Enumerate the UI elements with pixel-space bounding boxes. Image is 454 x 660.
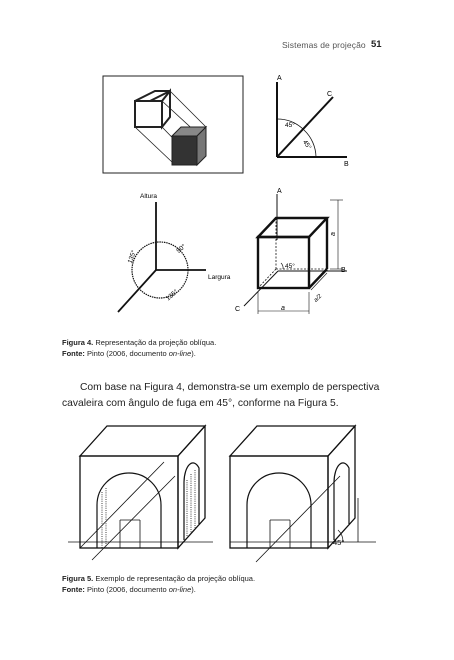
side-a2-label: a/2	[313, 293, 324, 304]
figure-4-source-text: Pinto (2006, documento	[87, 349, 167, 358]
figure-4: A C B 45° 45° Altura Largura 90° 135° 13…	[102, 75, 349, 314]
label-largura: Largura	[208, 274, 231, 281]
label-a-cube: A	[277, 188, 282, 195]
label-b-cube: B	[341, 267, 346, 274]
body-paragraph-text: Com base na Figura 4, demonstra-se um ex…	[62, 382, 380, 409]
figure-4-caption: Figura 4. Representação da projeção oblí…	[62, 337, 216, 359]
figure-5-caption-text: Exemplo de representação da projeção obl…	[95, 574, 256, 583]
figure-5-caption: Figura 5. Exemplo de representação da pr…	[62, 573, 255, 595]
angle-cube-label: 45°	[285, 262, 295, 270]
figure-5-source-italic: on-line	[168, 585, 192, 594]
arch-cube-outline	[228, 424, 376, 563]
figure-5-source-text: Pinto (2006, documento	[87, 585, 167, 594]
oblique-projection-diagram	[102, 75, 244, 174]
figure-5-caption-label: Figura 5.	[62, 574, 94, 583]
side-a-right-label: a	[330, 232, 337, 236]
running-header-title: Sistemas de projeção	[282, 40, 366, 50]
label-c-cube: C	[235, 306, 240, 313]
cavalier-angle-diagram	[117, 202, 206, 313]
figure-5-angle-label: 45°	[333, 538, 344, 547]
side-a-bottom-label: a	[281, 305, 285, 312]
figure-4-source-end: ).	[191, 349, 196, 358]
figure-4-caption-text: Representação da projeção oblíqua.	[95, 338, 217, 347]
figure-5-source-end: ).	[191, 585, 196, 594]
body-paragraph: Com base na Figura 4, demonstra-se um ex…	[62, 380, 392, 412]
figure-4-caption-label: Figura 4.	[62, 338, 94, 347]
label-altura: Altura	[140, 193, 157, 200]
figure-4-source-italic: on-line	[168, 349, 192, 358]
arch-cube-shaded	[68, 424, 213, 561]
angle-label-1: 45°	[285, 121, 295, 129]
label-c-top: C	[327, 91, 332, 98]
label-a-top: A	[277, 75, 282, 82]
angle-axes-diagram	[276, 82, 347, 158]
figure-4-source-label: Fonte:	[62, 349, 85, 358]
figure-5-source-label: Fonte:	[62, 585, 85, 594]
cavalier-cube-diagram	[243, 194, 347, 314]
page-number: 51	[371, 39, 382, 50]
label-b-top: B	[344, 161, 349, 168]
